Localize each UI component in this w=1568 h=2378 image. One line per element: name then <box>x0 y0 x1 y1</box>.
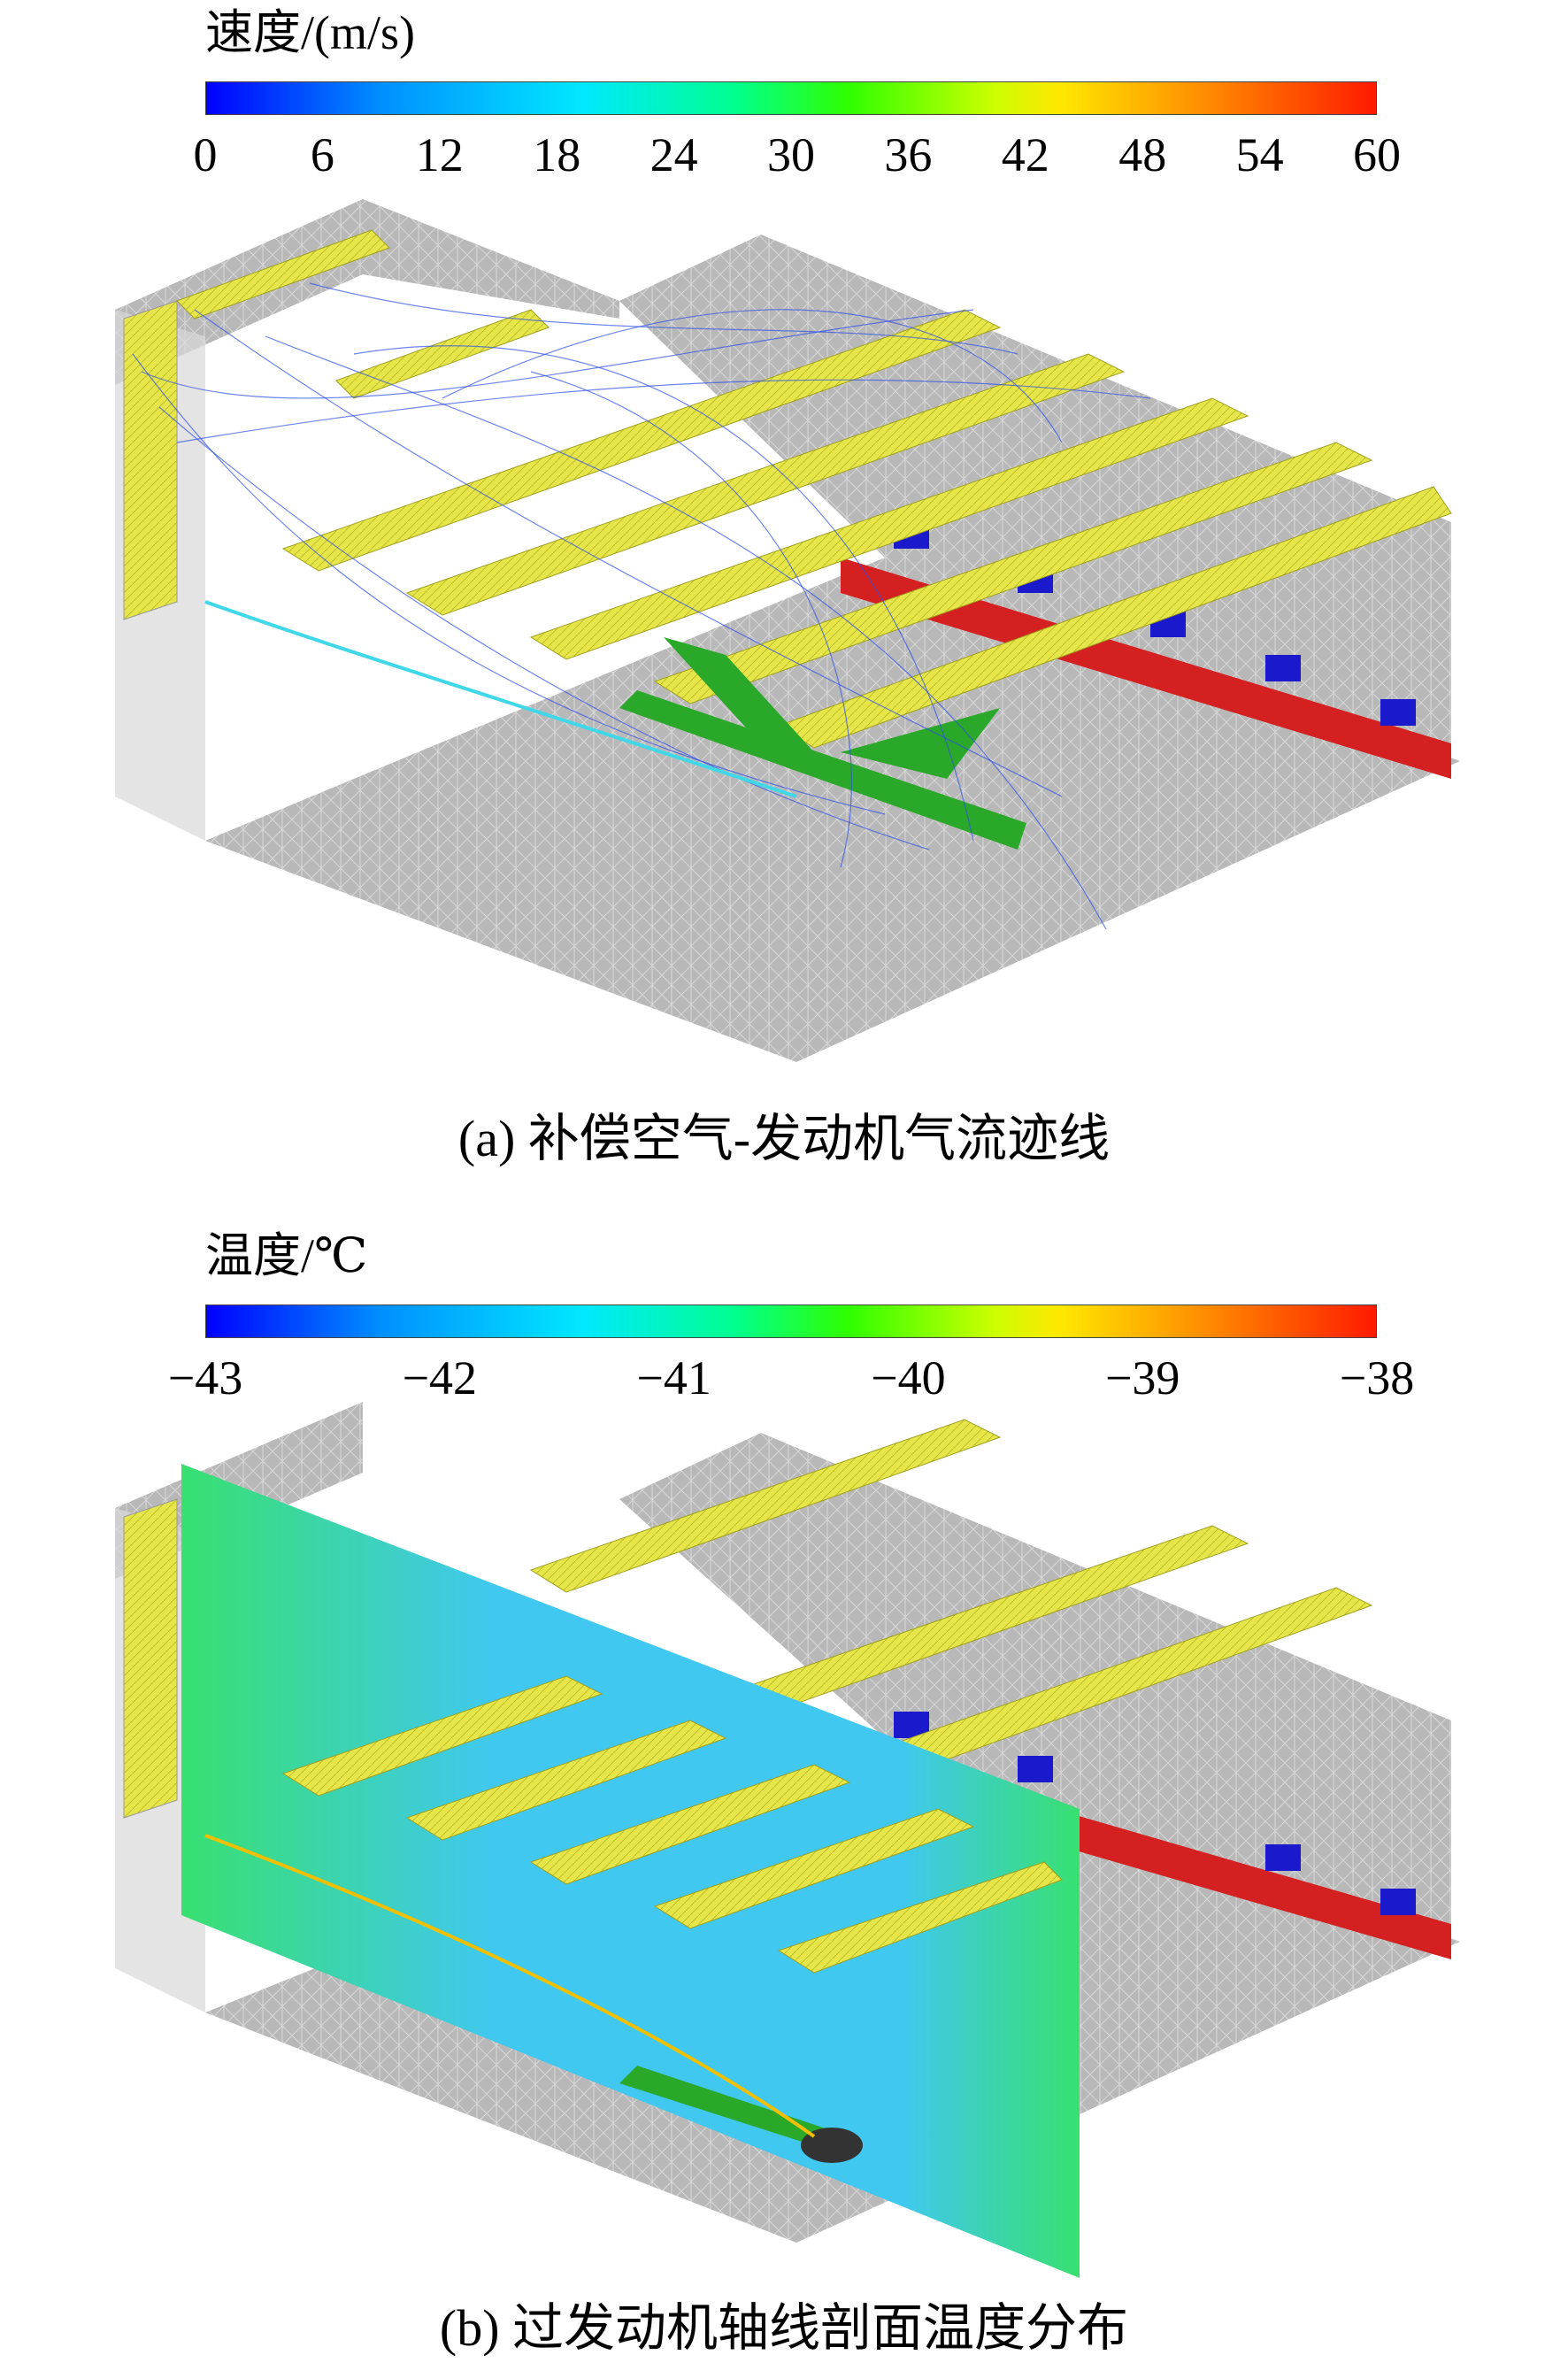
panel-b-caption: (b) 过发动机轴线剖面温度分布 <box>439 2299 1129 2357</box>
hangar-temperature-scene <box>115 1402 1460 2278</box>
streamlines <box>132 282 1151 930</box>
colorbar-tick: 42 <box>1001 128 1049 181</box>
panel-a: 速度/(m/s) 0 6 12 18 24 30 36 42 48 54 60 <box>115 6 1460 1167</box>
colorbar-tick: 24 <box>649 128 698 181</box>
colorbar-tick: 12 <box>415 128 464 181</box>
blue-outlet <box>1018 1756 1053 1782</box>
blue-outlet <box>1265 655 1301 681</box>
blue-outlet <box>1265 1844 1301 1871</box>
colorbar-tick: −41 <box>636 1351 711 1404</box>
yellow-ducts <box>176 229 1452 749</box>
colorbar-tick: −39 <box>1104 1351 1180 1404</box>
colorbar-tick: 18 <box>533 128 581 181</box>
colorbar-tick: −38 <box>1339 1351 1415 1404</box>
panel-a-caption: (a) 补偿空气-发动机气流迹线 <box>457 1110 1111 1167</box>
yellow-ducts-back <box>529 1419 1373 1770</box>
panel-b: 温度/℃ −43 −42 −41 −40 −39 −38 <box>0 1189 1568 2378</box>
colorbar-tick: 48 <box>1118 128 1167 181</box>
colorbar-tick: 30 <box>767 128 815 181</box>
velocity-colorbar <box>205 81 1377 115</box>
colorbar-tick: 54 <box>1235 128 1284 181</box>
colorbar-tick: 36 <box>884 128 933 181</box>
vertical-duct <box>123 300 178 620</box>
vertical-duct <box>123 1498 178 1819</box>
temperature-colorbar-title: 温度/℃ <box>205 1229 368 1282</box>
colorbar-tick: 60 <box>1353 128 1401 181</box>
temperature-section-plane <box>181 1464 1080 2278</box>
aircraft <box>204 1834 863 2163</box>
temperature-colorbar <box>205 1304 1377 1338</box>
colorbar-tick: 0 <box>193 128 218 181</box>
back-wall-step <box>363 199 619 319</box>
yellow-ducts-front <box>281 1675 1063 1974</box>
engine-jet <box>204 600 797 798</box>
red-supply-duct <box>841 558 1451 779</box>
colorbar-tick: −43 <box>167 1351 243 1404</box>
blue-outlet <box>1380 1889 1416 1915</box>
colorbar-tick: 6 <box>310 128 334 181</box>
colorbar-tick: −40 <box>871 1351 946 1404</box>
hangar-streamline-scene <box>115 199 1460 1062</box>
blue-outlet <box>1380 699 1416 726</box>
colorbar-tick: −42 <box>402 1351 478 1404</box>
velocity-colorbar-title: 速度/(m/s) <box>205 6 415 59</box>
